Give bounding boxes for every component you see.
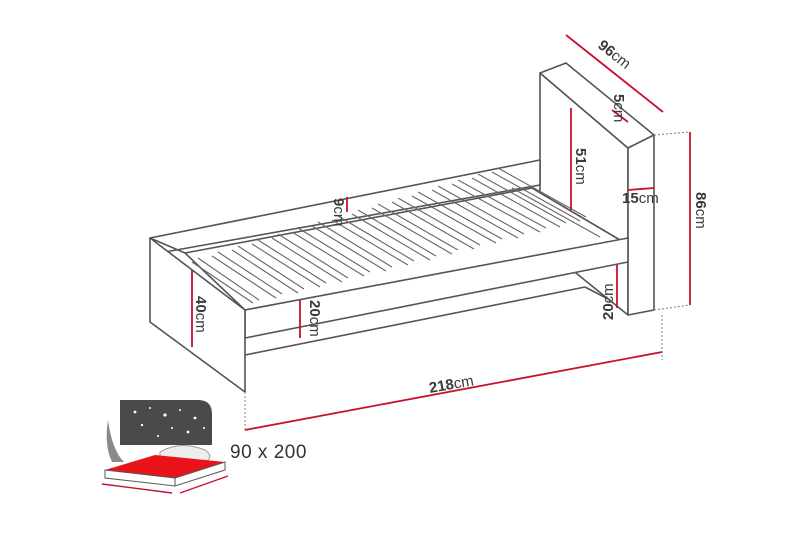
slat	[451, 183, 541, 233]
label-40cm: 40cm	[192, 296, 209, 333]
mattress-size-label: 90 x 200	[230, 442, 307, 463]
night-sky-bubble	[120, 400, 212, 445]
star	[157, 435, 159, 437]
slat	[297, 227, 371, 273]
star	[203, 427, 205, 429]
slat	[351, 213, 431, 261]
slat	[491, 171, 581, 222]
dimension-lines	[191, 34, 691, 431]
label-9cm: 9cm	[330, 198, 347, 226]
slat	[411, 195, 497, 244]
slat	[251, 243, 321, 288]
extension-line	[653, 304, 691, 311]
label-20cm-slat: 20cm	[306, 300, 323, 337]
slat	[197, 257, 260, 301]
slat	[477, 173, 567, 224]
slat	[431, 189, 519, 239]
slat	[337, 215, 415, 262]
slat	[391, 201, 475, 250]
slat	[291, 231, 365, 277]
label-96cm: 96cm	[595, 37, 634, 73]
star	[149, 407, 151, 409]
bed-frame	[149, 62, 655, 393]
foot-end-top	[149, 237, 186, 254]
star	[133, 410, 137, 414]
mattress-length-arrow	[179, 475, 229, 494]
slat	[211, 255, 277, 299]
slat	[217, 251, 283, 295]
mattress-width-arrow	[101, 483, 173, 494]
slat	[371, 207, 453, 255]
slat	[311, 225, 387, 272]
label-218cm: 218cm	[428, 372, 475, 397]
dim-line-218	[244, 351, 663, 431]
mattress-side	[174, 461, 226, 487]
slat	[277, 233, 349, 279]
star	[193, 416, 197, 420]
dim-line-5	[611, 109, 629, 123]
star	[179, 409, 181, 411]
label-86cm: 86cm	[692, 192, 709, 229]
slat	[377, 203, 459, 251]
slat	[357, 209, 437, 257]
headboard-side	[627, 134, 655, 316]
slat	[231, 249, 299, 294]
star	[140, 423, 144, 427]
base-line-2	[584, 286, 611, 301]
curtain	[106, 420, 124, 462]
slat	[511, 187, 601, 238]
slat	[471, 177, 561, 228]
slat	[417, 191, 503, 240]
extension-line	[653, 131, 691, 136]
label-51cm: 51cm	[572, 148, 589, 185]
slat	[457, 179, 547, 229]
slat	[397, 197, 481, 246]
base-line	[244, 286, 586, 356]
star	[186, 430, 190, 434]
label-20cm-leg: 20cm	[600, 283, 617, 320]
slat	[271, 237, 343, 283]
dim-line-96	[565, 34, 664, 113]
slat	[317, 221, 393, 268]
star	[163, 413, 167, 417]
label-15cm: 15cm	[622, 190, 659, 207]
slat	[437, 185, 525, 235]
label-5cm: 5cm	[610, 94, 627, 122]
slat	[257, 239, 327, 284]
slat	[191, 261, 254, 304]
dim-line-15	[627, 187, 655, 191]
slats	[191, 167, 601, 304]
slat	[331, 219, 409, 266]
star	[171, 427, 173, 429]
stars	[133, 407, 205, 437]
slat	[237, 245, 305, 290]
mattress-top	[105, 455, 225, 478]
mattress-size-icon	[101, 400, 229, 494]
